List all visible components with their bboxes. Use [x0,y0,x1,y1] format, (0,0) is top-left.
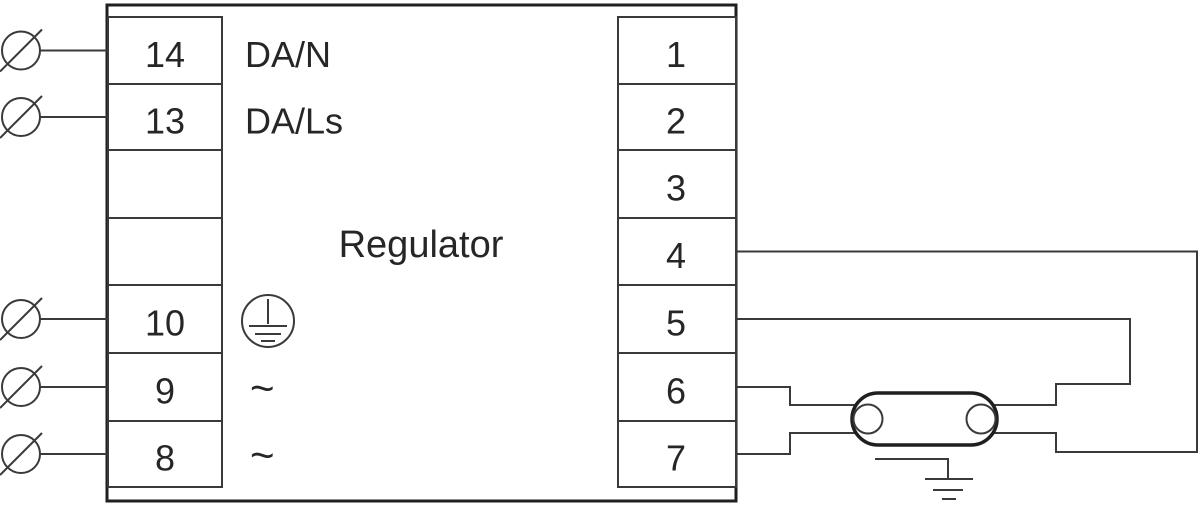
terminal-label-da-n: DA/N [245,34,331,75]
terminal-label-da-ls: DA/Ls [245,101,343,142]
terminal-number-14: 14 [145,34,185,75]
terminal-number-10: 10 [145,303,185,344]
terminal-cell-7 [617,420,737,488]
wire-terminal5-to-lamp [736,318,1131,406]
ac-symbol-icon-8: ~ [250,432,275,479]
terminal-number-5: 5 [666,303,686,344]
lamp-tube [850,391,999,447]
screw-terminal-icon-9 [0,365,108,409]
terminal-cell-6 [617,352,737,422]
fluorescent-lamp-icon [850,391,999,447]
lamp-electrode-left [852,403,884,435]
terminal-number-1: 1 [666,34,686,75]
terminal-cell-3 [617,149,737,219]
right-terminal-strip: 1 2 3 4 5 6 7 [617,16,737,488]
terminal-cell-4 [617,217,737,286]
wire-terminal7-to-lamp [736,432,856,455]
screw-terminal-icon-14 [0,28,108,73]
terminal-cell-2 [617,83,737,151]
terminal-cell-1 [617,16,737,85]
terminal-number-7: 7 [666,438,686,479]
wire-terminal6-to-lamp [736,386,856,406]
wire-terminal4-to-lamp [736,250,1198,453]
terminal-cell-left-blank-1 [107,149,223,219]
terminal-cell-5 [617,284,737,354]
terminal-number-2: 2 [666,101,686,142]
regulator-title: Regulator [339,224,504,266]
earth-ground-icon [875,458,973,500]
terminal-number-13: 13 [145,101,185,142]
screw-terminal-icon-13 [0,95,108,139]
screw-terminal-icon-8 [0,432,108,476]
terminal-cell-10 [107,284,223,354]
terminal-number-4: 4 [666,235,686,276]
screw-terminal-icon-10 [0,297,108,341]
terminal-number-9: 9 [155,371,175,412]
terminal-cell-left-blank-2 [107,217,223,286]
protective-earth-icon [241,294,295,348]
lamp-electrode-right [965,403,997,435]
left-terminal-strip: 14 13 10 9 8 [107,16,223,488]
terminal-number-8: 8 [155,438,175,479]
terminal-number-6: 6 [666,371,686,412]
ac-symbol-icon-9: ~ [250,365,275,412]
terminal-number-3: 3 [666,168,686,209]
